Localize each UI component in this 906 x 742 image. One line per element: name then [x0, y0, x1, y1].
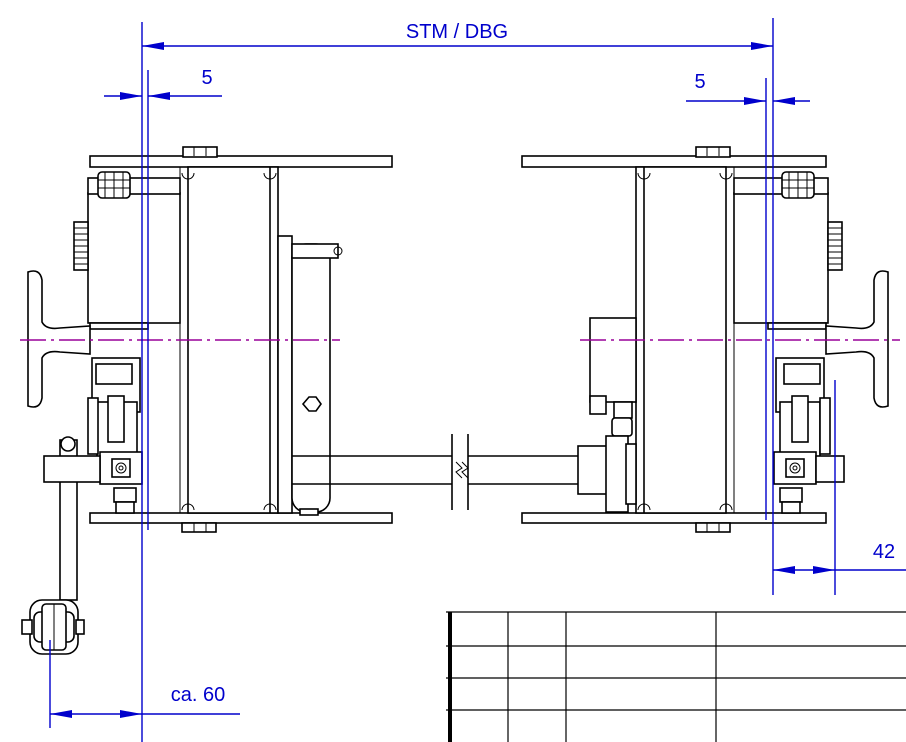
right-bottom-bolt [695, 522, 731, 533]
right-actuator-body [733, 192, 829, 324]
left-crank-grip-icon [21, 599, 85, 655]
left-bottom-bolt [181, 522, 217, 533]
left-bottom-flange [89, 512, 393, 524]
right-offset-label: 5 [694, 71, 705, 93]
left-assembly [21, 146, 452, 655]
right-projection-label: 42 [873, 541, 895, 563]
left-offset-label: 5 [201, 67, 212, 89]
left-actuator-body [87, 192, 181, 324]
left-side-plate [277, 235, 293, 514]
right-top-flange [521, 155, 827, 168]
right-top-bolt [695, 146, 731, 158]
crank-reach-label: ca. 60 [171, 684, 225, 706]
left-hex-nut-icon [301, 396, 322, 412]
right-t-handle [825, 270, 889, 408]
left-top-flange [89, 155, 393, 168]
left-t-handle [27, 270, 91, 408]
right-bottom-flange [521, 512, 827, 524]
title-block [446, 611, 906, 742]
right-ribbed-coil [827, 221, 843, 271]
left-top-bolt [182, 146, 218, 158]
shaft-break-symbol [451, 434, 580, 510]
overall-dimension-label: STM / DBG [406, 21, 508, 43]
left-lever-arm [291, 243, 331, 513]
right-sensor-box [589, 317, 637, 403]
left-ribbed-coil [73, 221, 89, 271]
